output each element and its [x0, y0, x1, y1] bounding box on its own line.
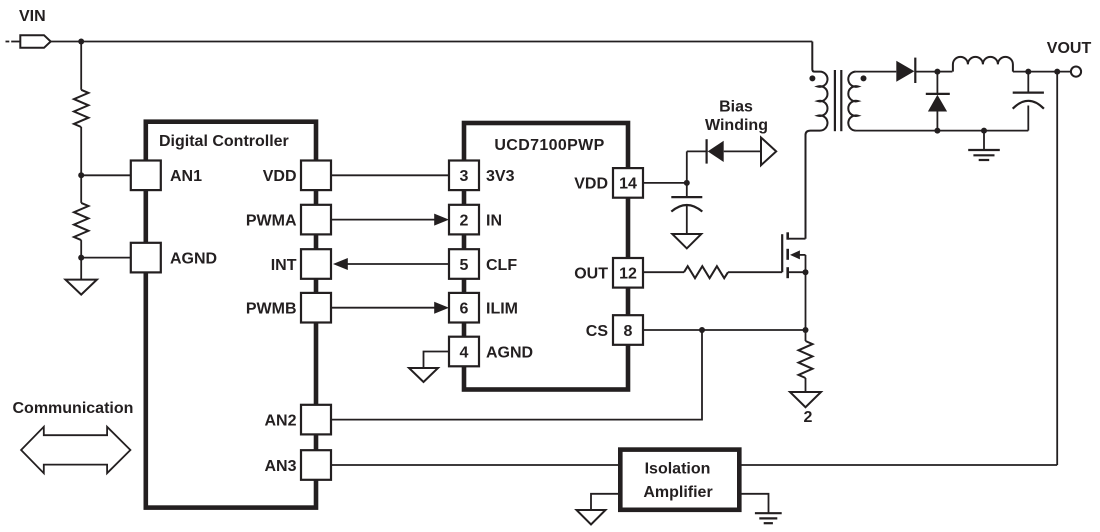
svg-text:CS: CS [586, 323, 609, 340]
svg-text:12: 12 [619, 266, 637, 283]
svg-text:VIN: VIN [19, 8, 46, 25]
svg-text:VDD: VDD [574, 176, 608, 193]
svg-text:AGND: AGND [486, 344, 533, 361]
svg-text:AN3: AN3 [264, 458, 296, 475]
svg-text:8: 8 [624, 323, 633, 340]
svg-text:ILIM: ILIM [486, 301, 518, 318]
svg-text:VOUT: VOUT [1047, 40, 1092, 57]
svg-text:Bias: Bias [719, 99, 753, 116]
svg-text:4: 4 [460, 344, 469, 361]
svg-text:OUT: OUT [574, 266, 608, 283]
svg-text:AN1: AN1 [170, 168, 202, 185]
svg-text:UCD7100PWP: UCD7100PWP [494, 137, 604, 154]
svg-text:PWMB: PWMB [246, 301, 297, 318]
svg-text:AGND: AGND [170, 250, 217, 267]
svg-text:IN: IN [486, 212, 502, 229]
svg-text:Amplifier: Amplifier [643, 484, 712, 501]
svg-text:Isolation: Isolation [645, 461, 711, 478]
svg-text:INT: INT [271, 257, 297, 274]
svg-text:Communication: Communication [13, 400, 134, 417]
svg-text:14: 14 [619, 176, 637, 193]
svg-text:3V3: 3V3 [486, 168, 515, 185]
svg-text:PWMA: PWMA [246, 212, 297, 229]
svg-text:2: 2 [460, 212, 469, 229]
svg-text:Winding: Winding [705, 117, 768, 134]
svg-text:2: 2 [804, 409, 813, 426]
svg-text:VDD: VDD [263, 168, 297, 185]
svg-text:5: 5 [460, 257, 469, 274]
svg-text:Digital Controller: Digital Controller [159, 133, 289, 150]
svg-text:CLF: CLF [486, 257, 517, 274]
svg-text:6: 6 [460, 301, 469, 318]
svg-text:3: 3 [460, 168, 469, 185]
svg-text:AN2: AN2 [264, 412, 296, 429]
